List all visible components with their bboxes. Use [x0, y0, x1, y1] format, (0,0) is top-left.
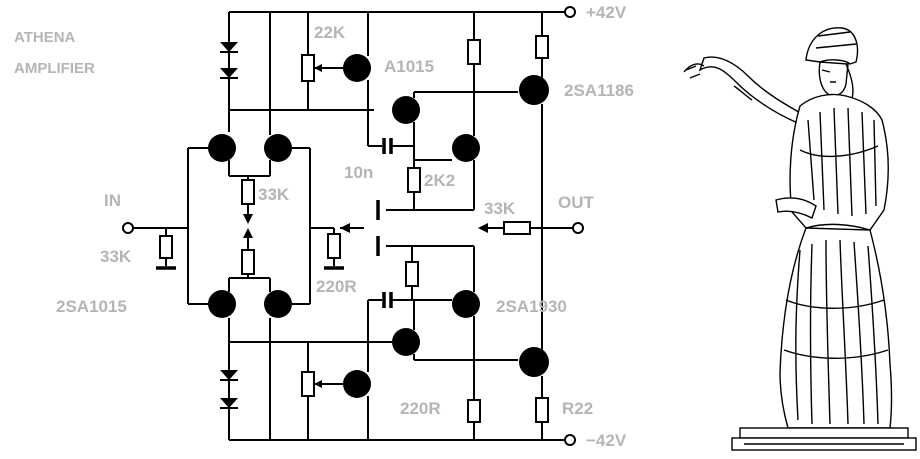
- label-r-220r-mid: 220R: [316, 277, 357, 296]
- label-input: IN: [104, 191, 121, 210]
- title-line-1: ATHENA: [14, 29, 76, 46]
- lower-diode-string: [220, 318, 374, 440]
- label-q-2sa1930: 2SA1930: [496, 297, 567, 316]
- label-r-33k-in: 33K: [100, 247, 132, 266]
- positive-supply-terminal: [564, 6, 576, 18]
- lower-current-source: [301, 342, 371, 440]
- title-line-2: AMPLIFIER: [14, 60, 95, 77]
- lower-vas-stage: [367, 245, 481, 440]
- label-supply-pos: +42V: [586, 3, 627, 22]
- output-stage: [474, 12, 584, 440]
- label-r-33k-fb: 33K: [484, 199, 516, 218]
- upper-current-source: [301, 12, 414, 154]
- label-q-a1015: A1015: [384, 57, 434, 76]
- label-q-2sa1186: 2SA1186: [564, 81, 634, 100]
- label-c-10n: 10n: [344, 163, 373, 182]
- label-output: OUT: [558, 193, 595, 212]
- input-network: [122, 222, 188, 270]
- label-r-2k2: 2K2: [424, 171, 455, 190]
- negative-supply-terminal: [564, 434, 576, 446]
- output-terminal: [572, 222, 584, 234]
- label-q-2sa1015: 2SA1015: [56, 297, 127, 316]
- input-differential-stage: [187, 134, 364, 318]
- label-r-33k-tail: 33K: [258, 185, 290, 204]
- label-r-220r-bot: 220R: [400, 399, 441, 418]
- athena-statue: [683, 27, 917, 451]
- label-r-22k: 22K: [314, 23, 346, 42]
- label-supply-neg: −42V: [586, 431, 627, 450]
- label-r-r22: R22: [562, 399, 593, 418]
- upper-vas-stage: [386, 12, 481, 211]
- upper-diode-string: [220, 12, 374, 135]
- input-terminal: [122, 222, 134, 234]
